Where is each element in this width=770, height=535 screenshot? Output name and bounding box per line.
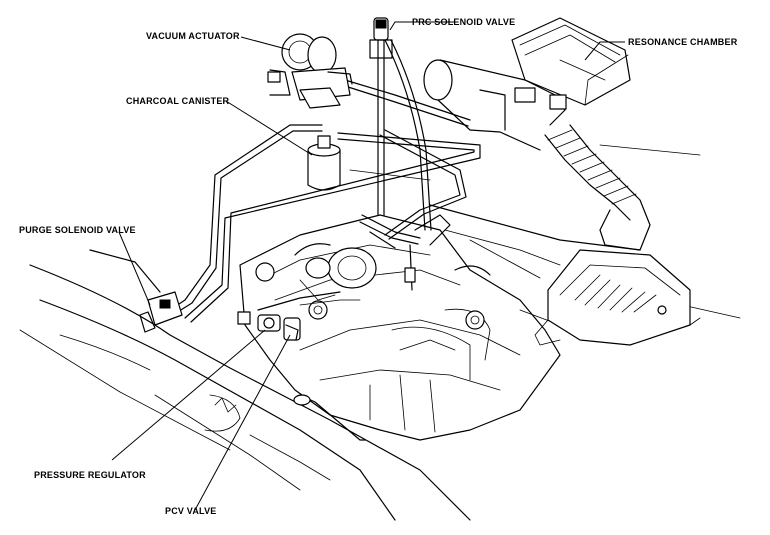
pressure-regulator-label: PRESSURE REGULATOR <box>34 470 146 480</box>
air-cleaner <box>534 249 701 346</box>
purge-solenoid-valve <box>139 291 183 333</box>
resonance-chamber-label: RESONANCE CHAMBER <box>628 37 738 47</box>
leader-lines <box>111 21 625 511</box>
prc-solenoid-valve <box>369 17 393 59</box>
vacuum-actuator <box>267 33 353 109</box>
purge-solenoid-valve-label: PURGE SOLENOID VALVE <box>19 225 136 235</box>
pcv-valve-label: PCV VALVE <box>165 506 216 516</box>
fuel-rail-assembly <box>237 291 361 341</box>
vacuum-actuator-label: VACUUM ACTUATOR <box>146 31 240 41</box>
charcoal-canister <box>307 135 341 191</box>
prc-solenoid-valve-label: PRC SOLENOID VALVE <box>412 17 515 27</box>
engine-assembly <box>239 214 561 441</box>
vacuum-hoses <box>169 39 481 323</box>
charcoal-canister-label: CHARCOAL CANISTER <box>126 96 230 106</box>
intake-duct <box>423 59 651 251</box>
